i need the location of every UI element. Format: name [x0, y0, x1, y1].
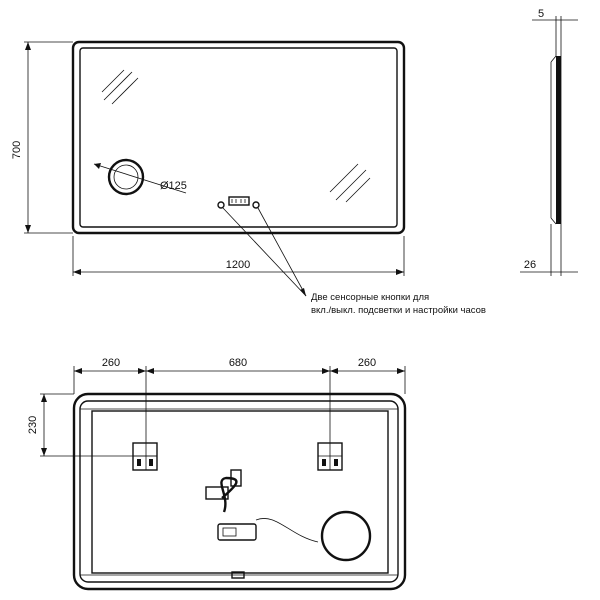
side-profile: [556, 56, 561, 224]
width-label: 1200: [226, 259, 250, 271]
magnifier-diameter-label: Ø125: [160, 180, 187, 192]
back-panel: [91, 410, 389, 574]
glare-marks-bottom-right: [329, 163, 371, 203]
clock-display-icon: [228, 196, 250, 206]
back-right-offset-label: 260: [358, 357, 376, 369]
back-center-span-label: 680: [229, 357, 247, 369]
touch-button-left-icon: [217, 201, 225, 209]
magnifier-back-icon: [320, 510, 372, 562]
bottom-connector-icon: [231, 571, 245, 579]
back-top-offset-label: 230: [27, 416, 39, 434]
side-thickness-top-label: 5: [538, 8, 544, 20]
side-view: 5 26: [520, 8, 578, 276]
touch-button-right-icon: [252, 201, 260, 209]
back-view: 260 680 260 230: [27, 357, 407, 591]
back-inner-frame: [79, 400, 399, 583]
cable-line: [255, 518, 319, 543]
clock-module-icon: [217, 523, 257, 541]
power-module-icon: [205, 469, 242, 513]
height-label: 700: [11, 141, 23, 159]
glare-marks-top-left: [101, 69, 139, 105]
back-left-offset-label: 260: [102, 357, 120, 369]
magnifier-icon: [107, 158, 145, 196]
magnifier-arrow-left: [94, 163, 101, 169]
mount-bracket-left-icon: [132, 442, 158, 471]
back-outer-frame: [72, 392, 407, 591]
side-thickness-bottom-label: 26: [524, 259, 536, 271]
callout-text-line1: Две сенсорные кнопки для: [311, 292, 429, 303]
callout-leader-left: [222, 207, 307, 297]
callout-text-line2: вкл./выкл. подсветки и настройки часов: [311, 305, 486, 316]
front-mirror-outer: [71, 40, 406, 235]
callout-leader-right: [257, 207, 307, 297]
front-mirror-inner: [79, 47, 398, 228]
front-view: Ø125 700 1200 Две сенсорные кнопки для: [11, 40, 486, 316]
magnifier-leader: [93, 163, 187, 194]
